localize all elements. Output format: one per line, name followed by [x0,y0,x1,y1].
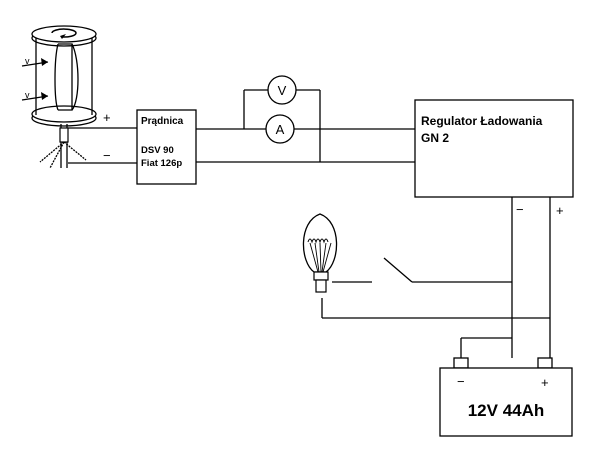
generator-source: Fiat 126p [141,158,182,169]
battery-minus-sign: − [457,374,465,389]
regulator-model: GN 2 [421,131,449,145]
ammeter: A [265,114,295,144]
wind-turbine: v v [21,25,97,169]
ammeter-label: A [276,122,285,137]
voltmeter-label: V [278,83,287,98]
wind-arrow-label-1: v [25,56,30,66]
battery-plus-sign: + [541,375,549,390]
light-bulb-icon [302,213,338,293]
turbine-generator-wires [68,127,137,164]
voltmeter: V [267,75,297,105]
battery: − + 12V 44Ah [439,357,573,437]
generator-title: Prądnica [141,116,184,127]
wind-arrow-label-2: v [25,90,30,100]
generator-minus-sign: − [103,148,111,163]
generator-plus-sign: + [103,110,111,125]
battery-label: 12V 44Ah [468,401,545,420]
light-switch [383,257,413,283]
generator-model: DSV 90 [141,145,174,156]
output-wiring [321,197,551,358]
charge-regulator-box: Regulator Ładowania GN 2 [414,99,574,198]
meter-wiring [196,89,415,163]
regulator-plus-sign: + [556,203,564,218]
regulator-minus-sign: − [516,202,524,217]
regulator-title: Regulator Ładowania [421,114,543,128]
generator-box: Prądnica DSV 90 Fiat 126p [136,109,197,185]
